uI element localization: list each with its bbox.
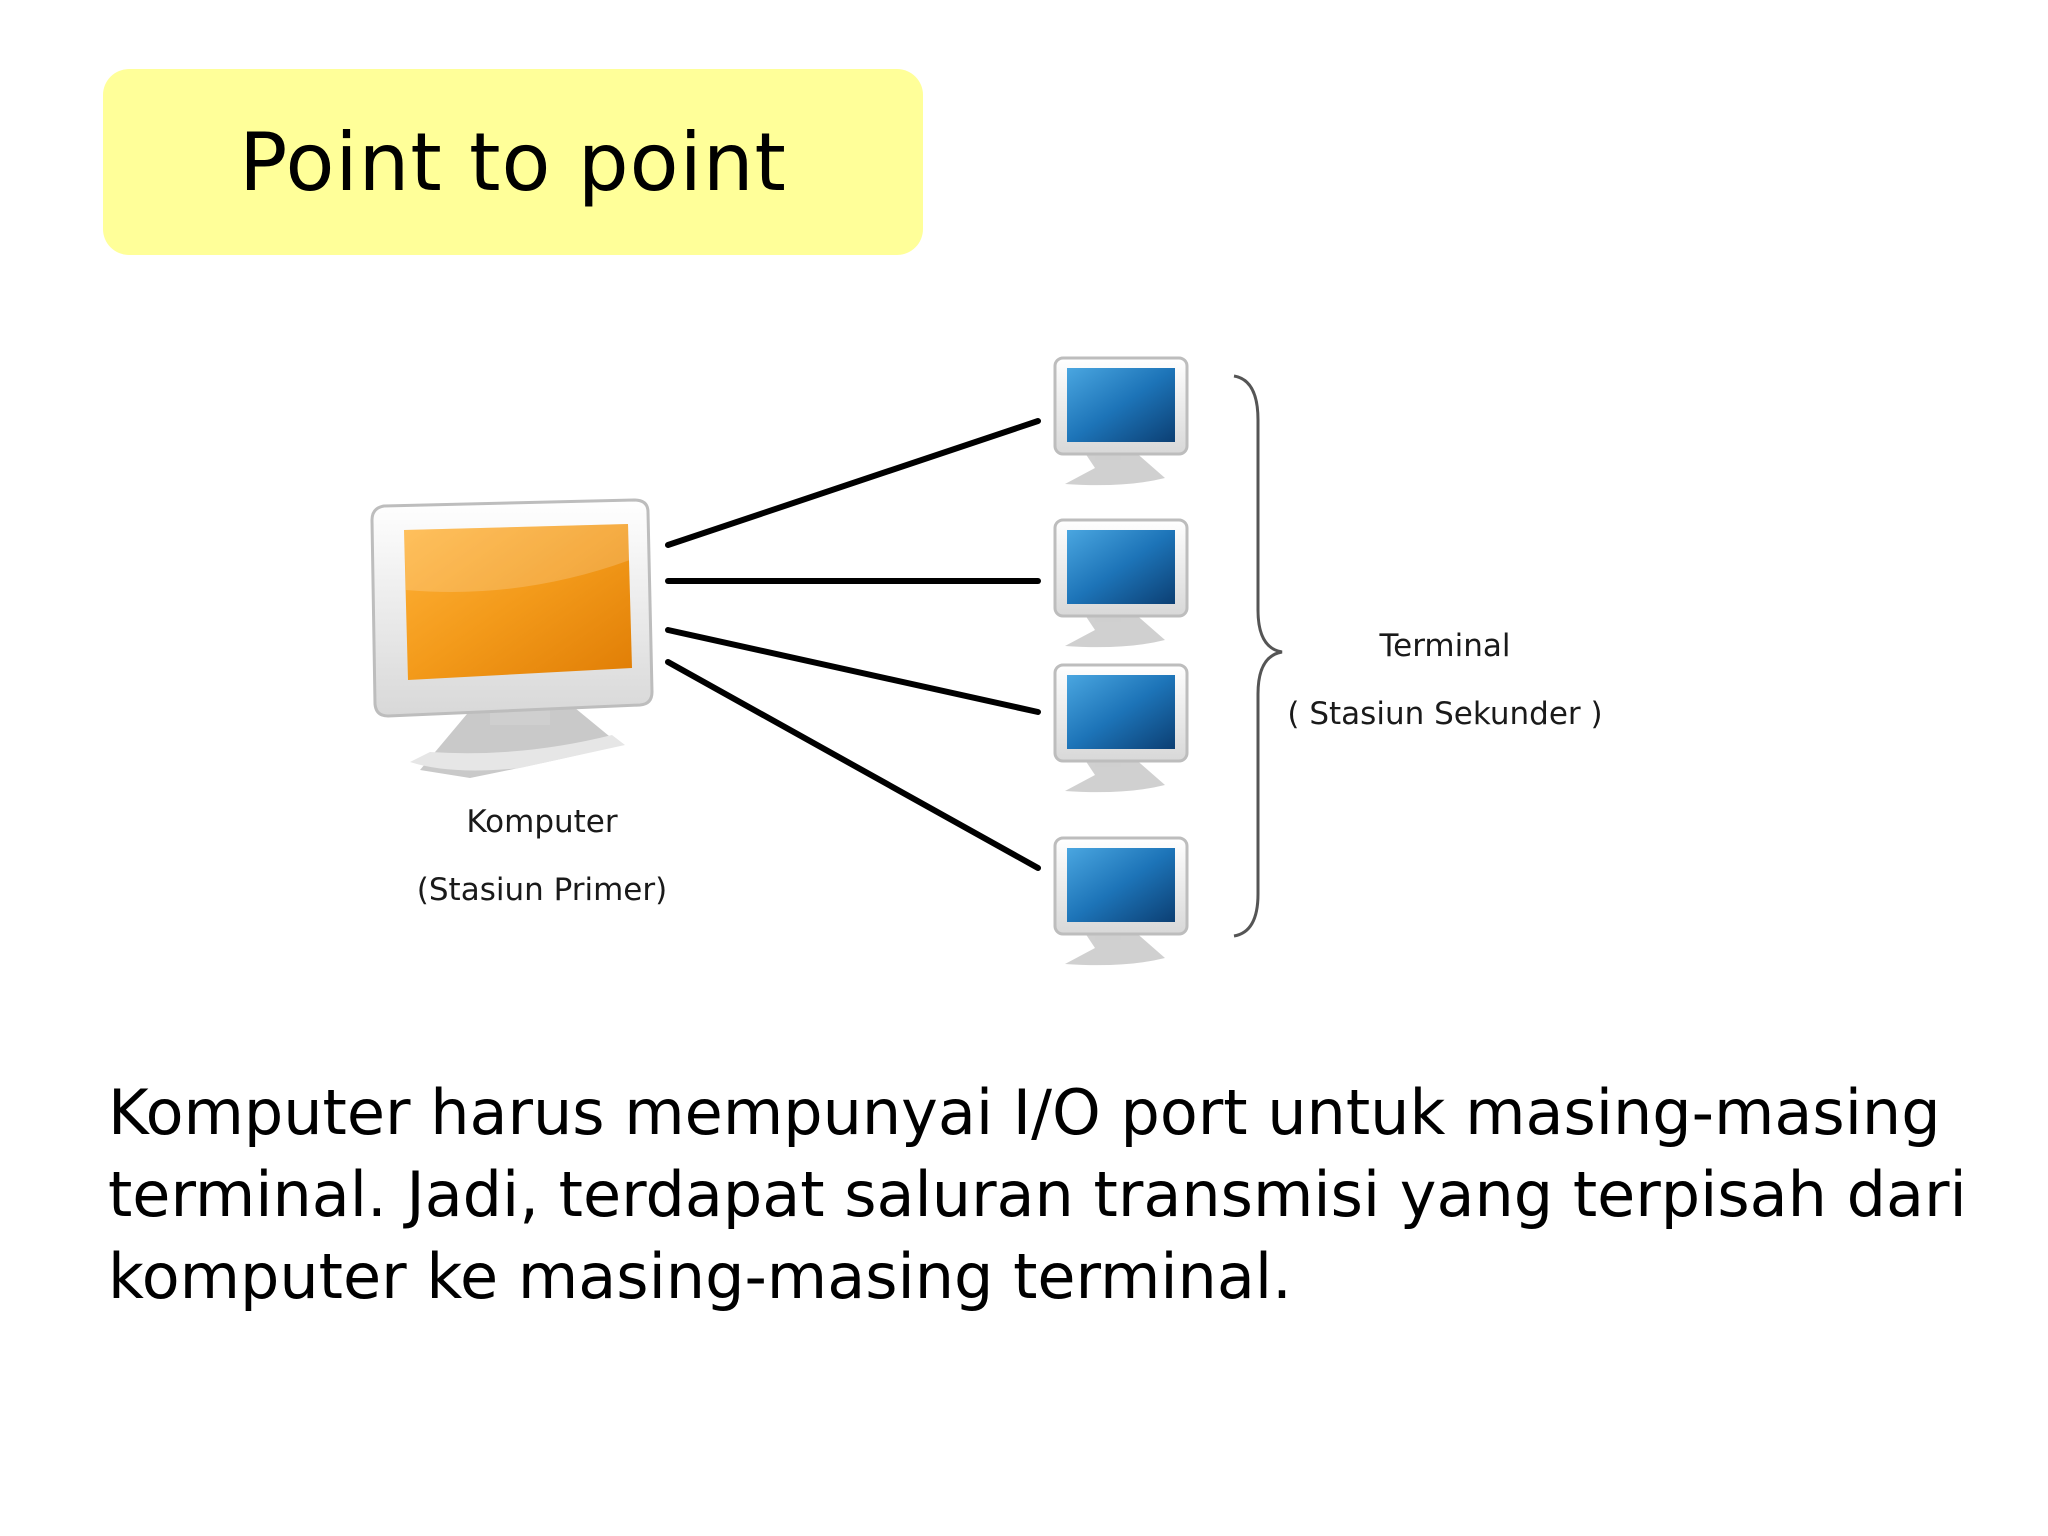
title-box: Point to point: [103, 69, 923, 255]
connection-lines: [665, 418, 1041, 871]
primary-computer-icon: [370, 498, 654, 778]
terminal-icon-4: [1053, 836, 1189, 966]
terminal-icon-1: [1053, 356, 1189, 486]
slide-title: Point to point: [239, 115, 787, 209]
terminal-label: Terminal: [1378, 628, 1510, 664]
primary-label: Komputer: [466, 804, 618, 840]
connection-line-1: [665, 418, 1041, 548]
terminal-group-brace: [1233, 374, 1283, 938]
terminal-sublabel: ( Stasiun Sekunder ): [1287, 696, 1602, 732]
slide-body-text: Komputer harus mempunyai I/O port untuk …: [108, 1076, 1967, 1313]
point-to-point-diagram: Komputer (Stasiun Primer) Terminal ( Sta…: [370, 356, 1603, 966]
connection-line-4: [665, 659, 1041, 871]
terminal-icon-3: [1053, 663, 1189, 793]
primary-sublabel: (Stasiun Primer): [417, 872, 667, 908]
connection-line-3: [665, 627, 1041, 715]
terminal-icon-2: [1053, 518, 1189, 648]
